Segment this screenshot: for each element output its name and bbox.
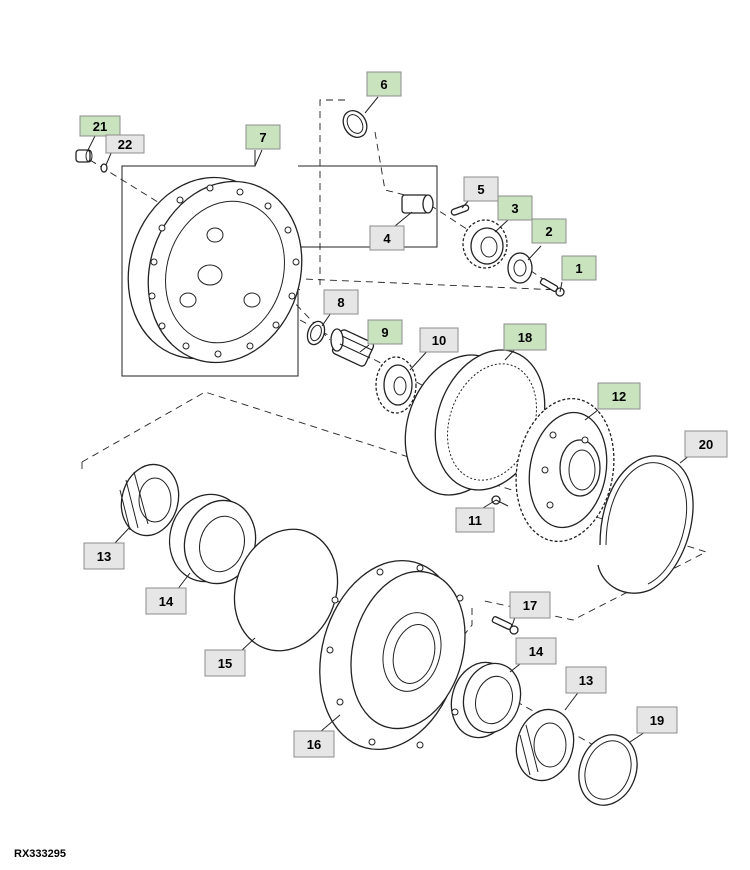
carrier-bolt-holes (148, 184, 300, 358)
svg-text:22: 22 (118, 137, 132, 152)
hub-gear (515, 397, 615, 543)
svg-text:3: 3 (511, 201, 518, 216)
o-ring-small (100, 163, 108, 173)
pin (450, 204, 470, 216)
plug (75, 149, 93, 163)
callout-14b: 14 (515, 637, 557, 665)
svg-text:8: 8 (337, 295, 344, 310)
bushing (401, 194, 434, 214)
svg-text:12: 12 (612, 389, 626, 404)
callout-8: 8 (323, 289, 359, 315)
large-snap-ring (597, 455, 694, 594)
callout-18: 18 (503, 323, 547, 351)
svg-text:10: 10 (432, 333, 446, 348)
tapered-bearing-inner (515, 708, 575, 782)
callout-13a: 13 (83, 542, 125, 570)
sun-gear-shaft (330, 328, 375, 367)
callout-22: 22 (105, 134, 145, 154)
svg-text:5: 5 (477, 182, 484, 197)
hub-screw (491, 616, 519, 635)
callout-10: 10 (419, 327, 459, 353)
thrust-washer (507, 252, 533, 284)
callout-1: 1 (561, 255, 597, 281)
retaining-ring (306, 320, 326, 346)
callout-7: 7 (245, 124, 281, 150)
svg-text:20: 20 (699, 437, 713, 452)
callout-13b: 13 (565, 666, 607, 694)
svg-text:19: 19 (650, 713, 664, 728)
svg-text:17: 17 (523, 598, 537, 613)
callout-15: 15 (204, 649, 246, 677)
planet-carrier (127, 176, 303, 364)
svg-text:14: 14 (159, 594, 174, 609)
callout-21: 21 (79, 115, 121, 137)
callout-16: 16 (293, 730, 335, 758)
wheel-hub (319, 559, 466, 751)
hub-seal (578, 734, 638, 806)
callout-17: 17 (509, 591, 551, 619)
callout-14a: 14 (145, 587, 187, 615)
svg-text:11: 11 (468, 513, 482, 528)
callout-3: 3 (497, 195, 533, 221)
svg-text:16: 16 (307, 737, 321, 752)
svg-text:2: 2 (545, 224, 552, 239)
bearing-cup-inner (450, 661, 522, 739)
svg-text:4: 4 (383, 231, 391, 246)
svg-text:13: 13 (97, 549, 111, 564)
cap-screw (539, 277, 565, 297)
svg-text:1: 1 (575, 261, 582, 276)
svg-text:14: 14 (529, 644, 544, 659)
figure-reference-code: RX333295 (14, 848, 66, 860)
callout-20: 20 (684, 430, 728, 458)
snap-ring (342, 110, 368, 138)
callout-11: 11 (455, 507, 495, 533)
callout-4: 4 (369, 225, 405, 251)
callout-6: 6 (366, 71, 402, 97)
svg-text:21: 21 (93, 119, 107, 134)
svg-text:9: 9 (381, 325, 388, 340)
svg-text:18: 18 (518, 330, 532, 345)
svg-text:13: 13 (579, 673, 593, 688)
bearing-cup-outer (168, 493, 257, 585)
ring-gear (404, 349, 546, 496)
sun-gear (375, 356, 417, 414)
tapered-bearing-outer (119, 463, 180, 537)
callout-19: 19 (636, 706, 678, 734)
o-ring-large (233, 528, 339, 652)
svg-text:7: 7 (259, 130, 266, 145)
callouts: 1 2 3 4 5 6 7 8 9 10 11 12 13 13 14 14 1… (79, 71, 728, 758)
svg-text:15: 15 (218, 656, 232, 671)
callout-9: 9 (367, 319, 403, 345)
callout-2: 2 (531, 218, 567, 244)
planet-gear (462, 219, 508, 269)
callout-5: 5 (463, 176, 499, 202)
svg-text:6: 6 (380, 77, 387, 92)
callout-12: 12 (597, 382, 641, 410)
